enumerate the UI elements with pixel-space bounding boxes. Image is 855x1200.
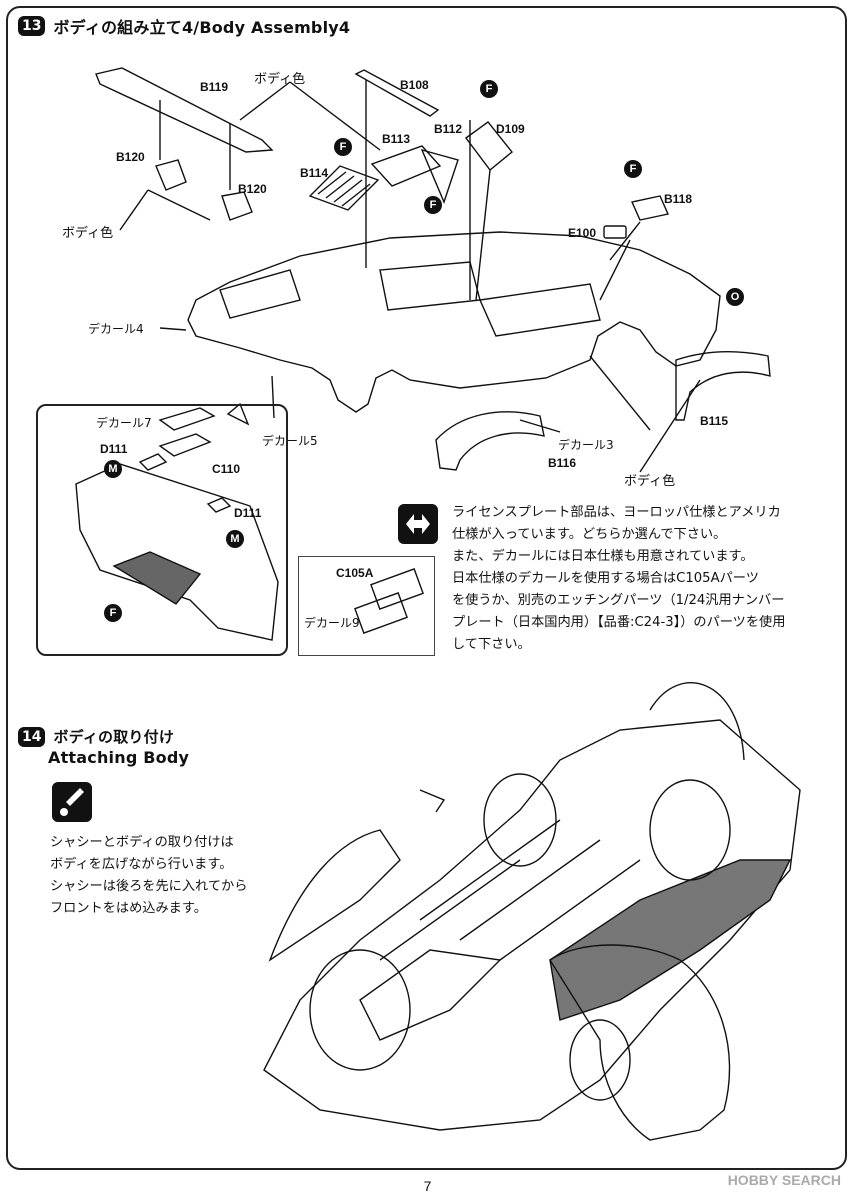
s14-line-1: シャシーとボディの取り付けは	[50, 835, 234, 850]
marker-f-4: F	[624, 160, 642, 178]
label-b112: B112	[434, 122, 463, 136]
part-b116-shape	[435, 411, 545, 471]
chassis-outline	[263, 719, 801, 1131]
step-14-title-en: Attaching Body	[48, 748, 190, 767]
note-line-3: また、デカールには日本仕様も用意されています。	[452, 549, 754, 564]
part-b120-left-shape	[155, 159, 187, 191]
license-plate-box	[298, 556, 435, 656]
s14-line-3: シャシーは後ろを先に入れてから	[50, 879, 248, 894]
hand-right-shape	[549, 944, 731, 1141]
step-13-header: 13 ボディの組み立て4/Body Assembly4	[18, 14, 350, 38]
part-b120-right-shape	[221, 191, 253, 221]
label-body-color-2: ボディ色	[62, 226, 114, 241]
part-b119-shape	[95, 67, 274, 153]
step-13-number: 13	[18, 16, 46, 36]
label-decal9: デカール9	[304, 616, 360, 630]
part-b112-shape	[420, 148, 459, 204]
label-b115: B115	[700, 414, 729, 428]
s14-line-4: フロントをはめ込みます。	[50, 901, 207, 916]
step-14-instructions: シャシーとボディの取り付けは ボディを広げながら行います。 シャシーは後ろを先に…	[50, 832, 247, 920]
step-14-title-jp: ボディの取り付け	[53, 728, 175, 746]
s14-line-2: ボディを広げながら行います。	[50, 857, 233, 872]
label-d109: D109	[496, 122, 525, 136]
label-body-color-3: ボディ色	[624, 474, 676, 489]
choice-icon	[398, 504, 438, 544]
marker-f-3: F	[424, 196, 442, 214]
label-e100: E100	[568, 226, 597, 240]
note-line-4: 日本仕様のデカールを使用する場合はC105Aパーツ	[452, 571, 759, 586]
part-b114-shape	[308, 165, 380, 211]
label-decal3: デカール3	[558, 438, 614, 452]
watermark: HOBBY SEARCH	[727, 1172, 841, 1188]
part-b118-shape	[631, 195, 669, 221]
label-b119: B119	[200, 80, 229, 94]
step-13-title: ボディの組み立て4/Body Assembly4	[53, 18, 351, 37]
marker-f-2: F	[334, 138, 352, 156]
caution-icon	[52, 782, 92, 822]
step-14-header: 14 ボディの取り付け	[18, 726, 174, 747]
label-b118: B118	[664, 192, 693, 206]
label-body-color-1: ボディ色	[254, 72, 306, 87]
note-line-5: を使うか、別売のエッチングパーツ（1/24汎用ナンバー	[452, 593, 785, 608]
part-e100-shape	[603, 225, 627, 239]
label-b116: B116	[548, 456, 577, 470]
marker-o: O	[726, 288, 744, 306]
marker-m-1: M	[104, 460, 122, 478]
label-c105a: C105A	[336, 566, 374, 580]
rear-bumper-shape	[75, 463, 279, 641]
label-decal5: デカール5	[262, 434, 318, 448]
license-plate-note: ライセンスプレート部品は、ヨーロッパ仕様とアメリカ 仕様が入っています。どちらか…	[452, 502, 842, 656]
label-b113: B113	[382, 132, 411, 146]
hand-left-shape	[268, 829, 401, 962]
marker-f-1: F	[480, 80, 498, 98]
label-decal7: デカール7	[96, 416, 152, 430]
page-number: 7	[423, 1178, 432, 1194]
note-line-1: ライセンスプレート部品は、ヨーロッパ仕様とアメリカ	[452, 505, 781, 520]
marker-m-2: M	[226, 530, 244, 548]
step-14-subheader: Attaching Body	[48, 748, 189, 767]
part-d109-shape	[465, 121, 513, 172]
part-b108-shape	[354, 69, 440, 117]
car-body-outline	[187, 231, 721, 413]
label-decal4: デカール4	[88, 322, 144, 336]
note-line-7: して下さい。	[452, 637, 531, 652]
page-frame	[6, 6, 847, 1170]
part-b113-shape	[370, 145, 442, 187]
label-b120-right: B120	[238, 182, 267, 196]
marker-f-5: F	[104, 604, 122, 622]
bumper-inset-box	[36, 404, 288, 656]
label-d111-right: D111	[234, 506, 262, 520]
note-line-6: プレート（日本国内用）【品番:C24-3】）のパーツを使用	[452, 615, 786, 630]
label-b120-left: B120	[116, 150, 145, 164]
note-line-2: 仕様が入っています。どちらか選んで下さい。	[452, 527, 727, 542]
label-d111-left: D111	[100, 442, 128, 456]
label-b114: B114	[300, 166, 329, 180]
step-14-number: 14	[18, 726, 46, 747]
label-c110: C110	[212, 462, 241, 476]
label-b108: B108	[400, 78, 429, 92]
